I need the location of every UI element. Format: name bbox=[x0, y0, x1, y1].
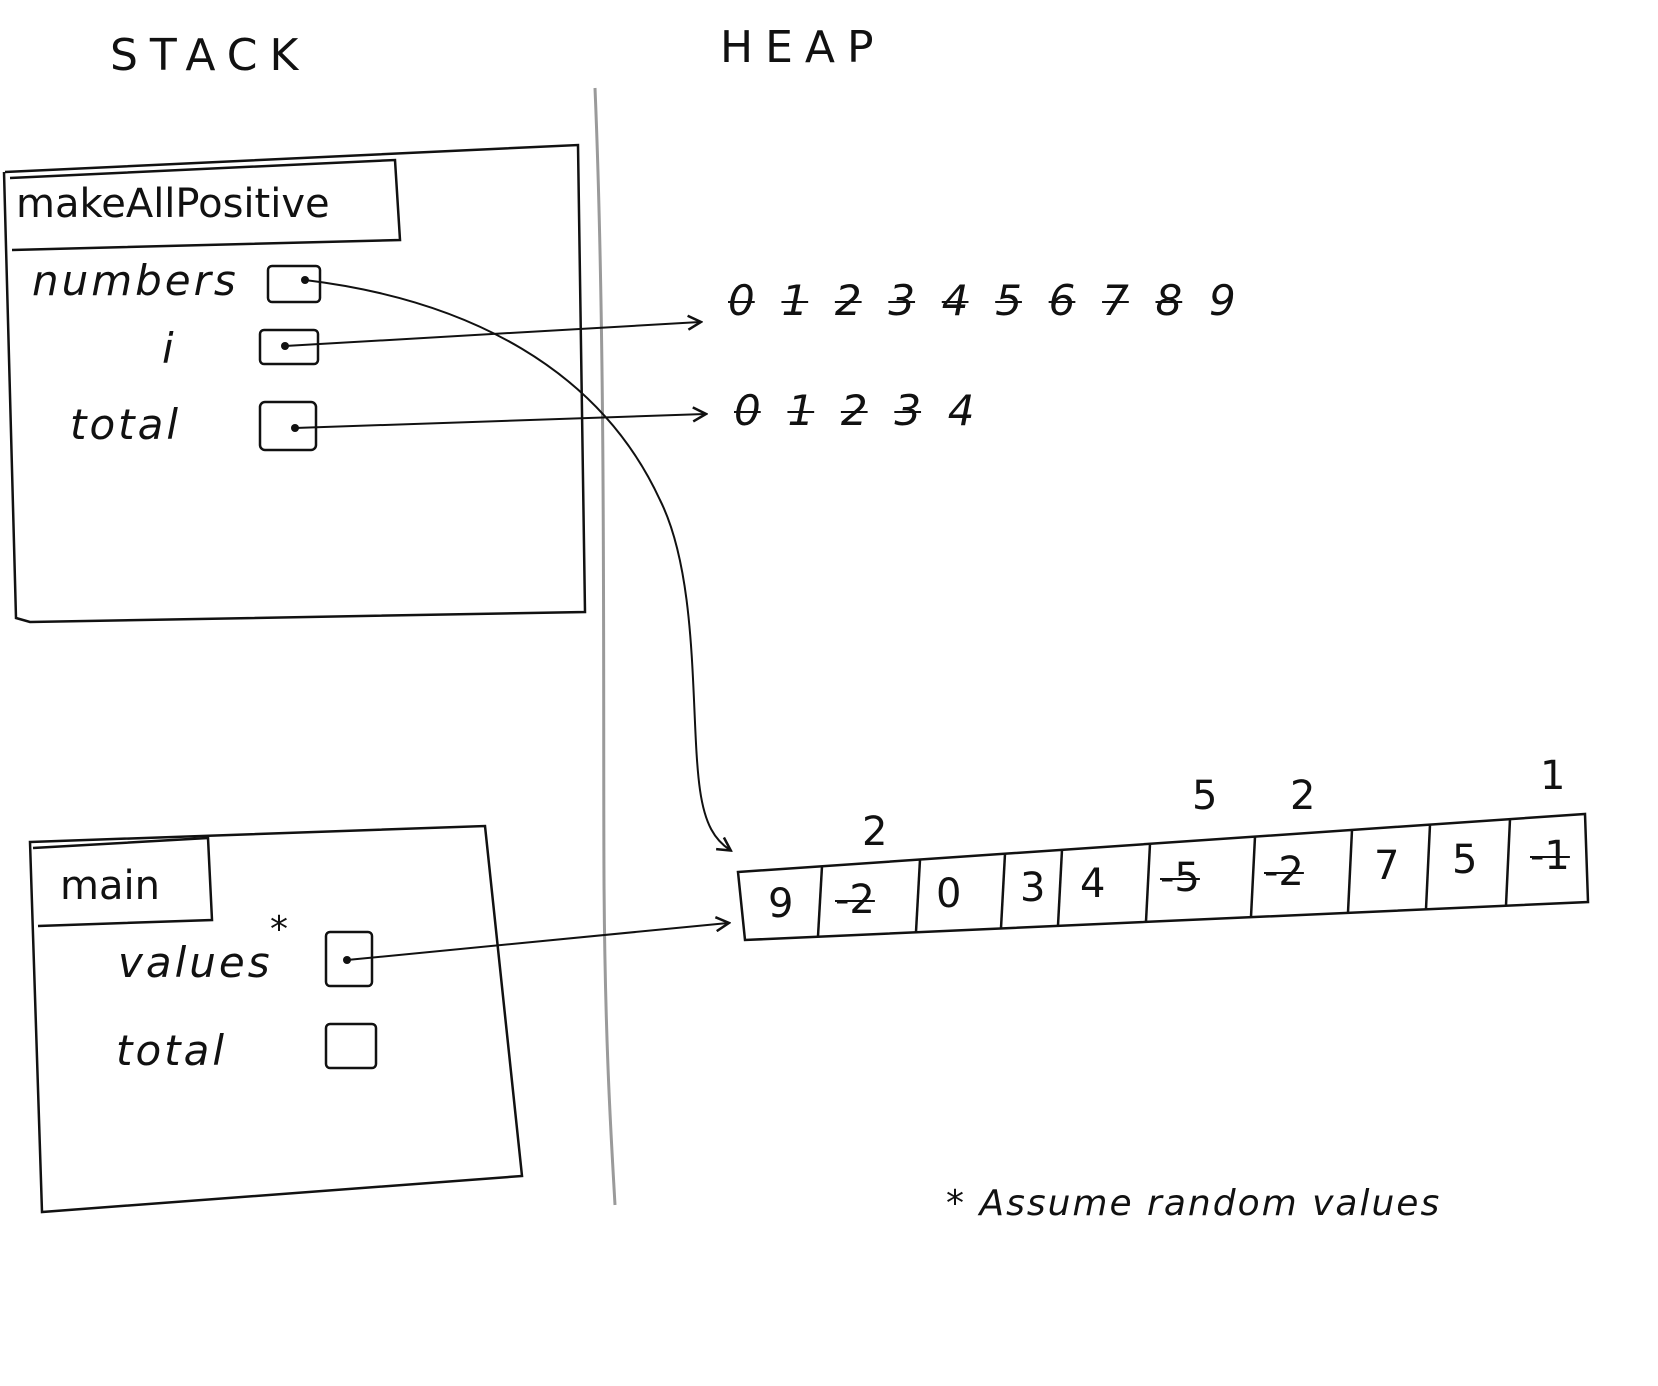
main-frame bbox=[28, 824, 524, 1214]
values-slot bbox=[324, 930, 374, 988]
make-all-positive-total-arrow bbox=[294, 414, 705, 429]
values-random-marker: * bbox=[270, 909, 291, 950]
array-cell-1: -2 bbox=[835, 877, 875, 923]
main-title: main bbox=[60, 863, 160, 909]
array-cell-4: 4 bbox=[1080, 861, 1106, 907]
i-current-value: 9 bbox=[1208, 276, 1236, 325]
array-cell-5-updated: 5 bbox=[1192, 773, 1218, 819]
total-value-history: 0 1 2 3 4 bbox=[734, 386, 975, 435]
i-slot bbox=[258, 328, 320, 366]
make-all-positive-total-slot bbox=[258, 400, 318, 452]
make-all-positive-title: makeAllPositive bbox=[16, 181, 330, 227]
array-cell-0: 9 bbox=[768, 881, 794, 927]
array-cell-divider bbox=[914, 859, 922, 932]
array-cell-1-updated: 2 bbox=[862, 809, 888, 855]
make-all-positive-total-label: total bbox=[70, 400, 182, 449]
array-cell-9: -1 bbox=[1530, 833, 1570, 879]
total-current-value: 4 bbox=[947, 386, 975, 435]
array-dividers bbox=[816, 819, 1512, 937]
main-total-label: total bbox=[116, 1026, 228, 1075]
array-cell-6-updated: 2 bbox=[1290, 773, 1316, 819]
values-label: values bbox=[118, 938, 273, 987]
main-title-box bbox=[32, 836, 214, 928]
i-arrow bbox=[284, 322, 700, 347]
values-arrow bbox=[346, 923, 728, 961]
array-cell-8: 5 bbox=[1452, 837, 1478, 883]
array-cell-divider bbox=[1144, 843, 1152, 922]
array-cell-divider bbox=[999, 853, 1007, 929]
i-value-history: 0 1 2 3 4 5 6 7 8 9 bbox=[728, 276, 1236, 325]
heap-header: HEAP bbox=[720, 22, 886, 73]
array-cell-divider bbox=[1249, 836, 1257, 917]
array-cell-7: 7 bbox=[1374, 843, 1400, 889]
stack-header: STACK bbox=[110, 30, 311, 81]
array-cell-divider bbox=[1056, 849, 1064, 926]
numbers-arrow bbox=[304, 279, 730, 850]
array-cell-divider bbox=[1424, 824, 1432, 910]
footnote: * Assume random values bbox=[946, 1183, 1442, 1224]
array-cell-6: -2 bbox=[1264, 849, 1304, 895]
array-cell-9-updated: 1 bbox=[1540, 753, 1566, 799]
array-cell-2: 0 bbox=[936, 871, 962, 917]
array-cell-3: 3 bbox=[1020, 865, 1046, 911]
make-all-positive-title-box bbox=[9, 158, 402, 252]
numbers-slot bbox=[266, 264, 322, 304]
main-total-slot bbox=[324, 1022, 378, 1070]
stack-heap-divider bbox=[593, 87, 617, 1206]
array-cell-divider bbox=[1346, 829, 1354, 913]
heap-array-box bbox=[736, 812, 1590, 942]
make-all-positive-frame bbox=[2, 143, 587, 624]
numbers-label: numbers bbox=[32, 256, 239, 305]
array-cell-5: -5 bbox=[1160, 855, 1200, 901]
array-cell-divider bbox=[1504, 819, 1512, 906]
array-cell-divider bbox=[816, 866, 824, 937]
i-label: i bbox=[162, 324, 177, 373]
